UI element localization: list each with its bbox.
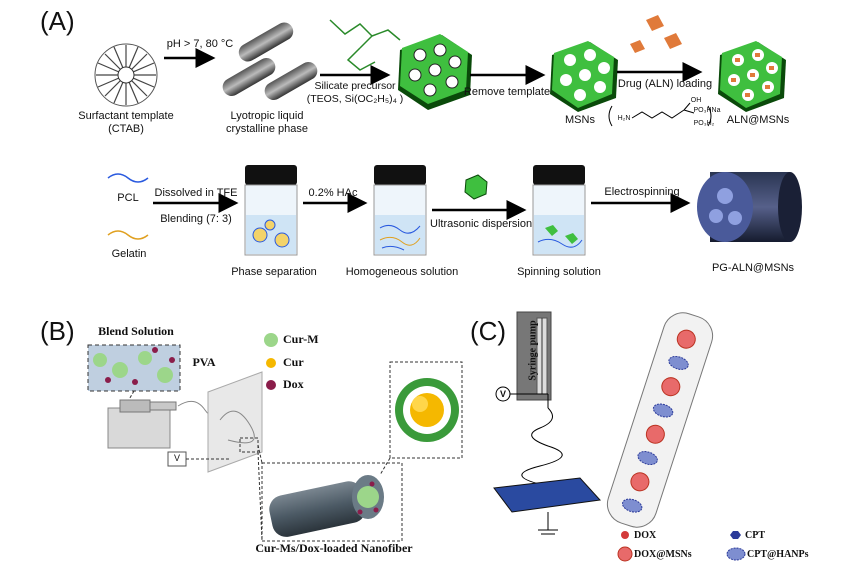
voltage-c-label: V xyxy=(499,389,506,399)
blend-title: Blend Solution xyxy=(98,324,174,338)
panel-a-label: (A) xyxy=(40,6,75,36)
gelatin-strand-icon xyxy=(107,230,149,240)
legend-dox-msn-label: DOX@MSNs xyxy=(634,549,692,560)
hac-label: 0.2% HAc xyxy=(308,187,358,199)
pump-device xyxy=(107,399,177,449)
teos-molecule-icon xyxy=(329,19,401,71)
arrow4-label: Drug (ALN) loading xyxy=(617,78,713,90)
legend-cur-dot xyxy=(266,358,276,368)
cur-micelle-icon xyxy=(395,378,459,442)
legend-cpt-c-icon xyxy=(730,531,741,539)
ctab-micelle-icon xyxy=(94,43,158,107)
pva-label: PVA xyxy=(192,355,216,369)
legend-cur-label: Cur xyxy=(283,355,304,369)
silicate-label: Silicate precursor (TEOS, Si(OC₂H₅)₄ ) xyxy=(306,80,404,105)
aln-drug-icon xyxy=(630,15,682,53)
voltage-b-label: V xyxy=(173,453,180,463)
pcl-strand-icon xyxy=(107,173,149,183)
dissolve-label: Dissolved in TFE xyxy=(154,187,238,199)
legend-dox-msn-dot xyxy=(617,546,633,562)
blend-label: Blending (7: 3) xyxy=(160,213,232,225)
aln-oh: OH xyxy=(690,97,702,104)
blend-solution-box xyxy=(87,344,181,392)
legend-cpt-hanp-icon xyxy=(726,547,746,561)
arrow1-label: pH > 7, 80 °C xyxy=(166,38,234,50)
pump-label: Syringe pump xyxy=(527,320,539,381)
legend-dox-c-dot xyxy=(621,531,629,539)
collector-plate xyxy=(207,371,263,473)
legend-dox-c-label: DOX xyxy=(634,530,657,541)
electro-label: Electrospinning xyxy=(604,186,680,198)
aln-structure xyxy=(608,102,712,127)
vial-phase-separation xyxy=(244,165,298,256)
lyotropic-cylinders-icon xyxy=(222,22,318,100)
gelatin-label: Gelatin xyxy=(111,248,147,260)
panel-b-label: (B) xyxy=(40,316,75,346)
legend-cpt-hanp-label: CPT@HANPs xyxy=(747,549,809,560)
legend-cur-m-dot xyxy=(264,333,278,347)
step4-label: MSNs xyxy=(565,114,595,126)
mesoporous-silica-icon xyxy=(398,34,472,110)
syringe-pump-device xyxy=(516,311,552,401)
final-label: PG-ALN@MSNs xyxy=(711,262,795,274)
collector-c xyxy=(493,477,602,513)
step2-label: Lyotropic liquid crystalline phase xyxy=(226,110,308,135)
aln-h2n: H₂N xyxy=(617,115,631,122)
spiral-jet xyxy=(521,407,563,487)
spin-label: Spinning solution xyxy=(517,266,601,278)
vial-spinning xyxy=(532,165,586,256)
legend-dox-dot xyxy=(266,380,276,390)
msn-small-icon xyxy=(464,174,488,200)
pg-aln-msn-fiber-icon xyxy=(697,172,802,242)
fiber-label: Cur-Ms/Dox-loaded Nanofiber xyxy=(255,541,413,555)
panel-c-label: (C) xyxy=(470,316,507,346)
vial-homogeneous xyxy=(373,165,427,256)
arrow3-label: Remove template xyxy=(463,86,551,98)
homo-label: Homogeneous solution xyxy=(345,266,459,278)
step1-label: Surfactant template (CTAB) xyxy=(78,110,174,135)
zoom-box-particle xyxy=(389,361,463,459)
nanofiber-icon xyxy=(269,475,384,537)
step5-label: ALN@MSNs xyxy=(726,114,790,126)
pcl-label: PCL xyxy=(117,192,139,204)
zoom-box-fiber xyxy=(261,462,403,542)
msn-icon xyxy=(550,41,618,112)
aln-po3h2: PO₃H₂ xyxy=(693,120,715,127)
ultra-label: Ultrasonic dispersion xyxy=(430,218,533,230)
legend-cur-m-label: Cur-M xyxy=(283,332,319,346)
aln-msn-icon xyxy=(718,41,786,112)
legend-cpt-c-label: CPT xyxy=(745,530,765,541)
voltage-source-c xyxy=(495,386,511,402)
phase-label: Phase separation xyxy=(231,266,317,278)
aln-po3hna: PO₃HNa xyxy=(693,107,721,114)
legend-dox-label: Dox xyxy=(283,377,304,391)
drug-fiber-tube xyxy=(606,312,714,528)
